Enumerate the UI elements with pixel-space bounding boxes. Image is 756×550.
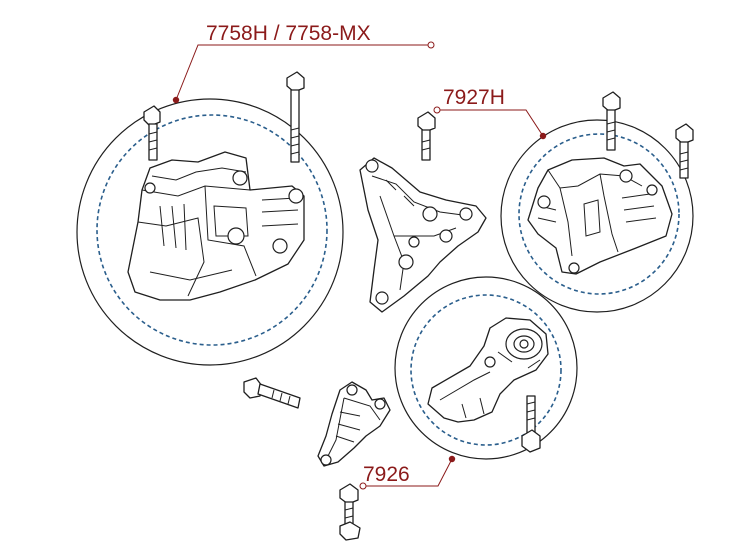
engine-mount-part xyxy=(127,151,305,301)
bolt-icon xyxy=(339,483,361,541)
torque-mount-dashed-circle xyxy=(410,294,562,446)
trans-mount-part xyxy=(527,157,673,275)
bolt-icon xyxy=(602,91,621,151)
engine-mount-group: 7758H / 7758-MX xyxy=(76,22,435,366)
torque-mount-part xyxy=(427,317,549,423)
engine-mount-callout: 7758H / 7758-MX xyxy=(206,22,371,45)
center-bracket-part xyxy=(359,157,487,313)
bolt-icon xyxy=(521,395,541,453)
bolt-icon xyxy=(243,377,301,409)
engine-mount-circle xyxy=(76,98,344,366)
trans-mount-circle xyxy=(500,119,694,313)
torque-mount-group: 7926 xyxy=(359,276,578,490)
bolt-icon xyxy=(286,71,305,163)
engine-mount-dashed-circle xyxy=(96,114,328,346)
bolt-icon xyxy=(675,123,694,179)
trans-mount-group: 7927H xyxy=(433,86,694,313)
bolt-icon xyxy=(143,105,161,161)
trans-mount-callout: 7927H xyxy=(443,86,505,109)
trans-mount-dashed-circle xyxy=(518,133,680,295)
torque-mount-circle xyxy=(394,276,578,460)
torque-mount-callout: 7926 xyxy=(363,463,410,486)
bolt-icon xyxy=(417,111,436,161)
bracket-icon xyxy=(317,381,391,467)
